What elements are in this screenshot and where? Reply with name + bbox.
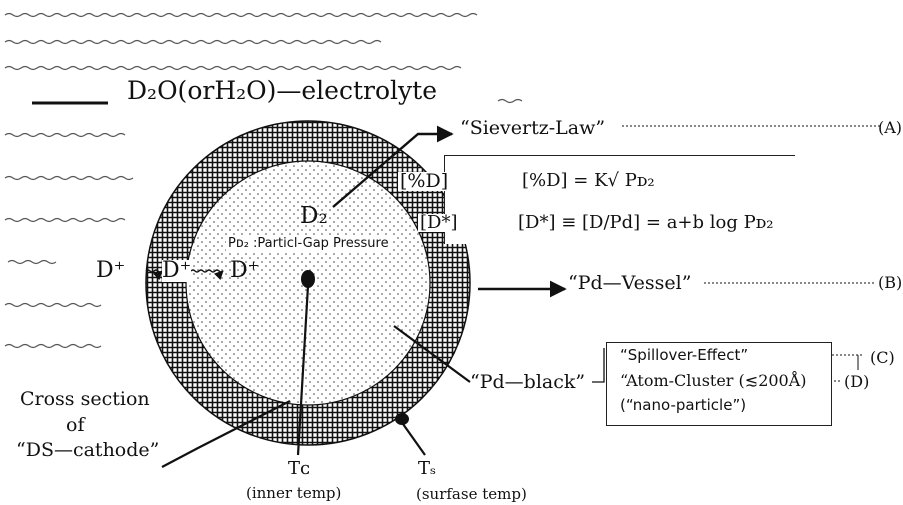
label-b: (B) bbox=[878, 273, 903, 292]
cross-section-line-1: Cross section bbox=[20, 388, 150, 410]
sieverts-arrow bbox=[332, 125, 454, 208]
pd-black-label: “Pd—black” bbox=[470, 371, 586, 393]
d-plus-outer: D⁺ bbox=[96, 258, 126, 283]
pd-vessel-label: “Pd—Vessel” bbox=[568, 272, 692, 294]
label-a: (A) bbox=[878, 118, 903, 137]
ts-description: (surfase temp) bbox=[416, 485, 527, 503]
eq2-right: [D*] ≡ [D/Pd] = a+b log Pᴅ₂ bbox=[518, 212, 774, 233]
gap-pressure-label: Pᴅ₂ :Particl-Gap Pressure bbox=[226, 236, 391, 251]
d-plus-inner: D⁺ bbox=[230, 258, 260, 283]
sieverts-law-label: “Sievertz-Law” bbox=[460, 117, 606, 139]
d2-label: D₂ bbox=[300, 203, 328, 229]
spillover-label: “Spillover-Effect” bbox=[620, 346, 749, 364]
label-d: (D) bbox=[844, 372, 870, 391]
cross-section-line-3: “DS—cathode” bbox=[16, 439, 160, 461]
spillover-box bbox=[606, 342, 832, 426]
nano-particle-label: (“nano-particle”) bbox=[620, 396, 747, 414]
tc-marker bbox=[301, 270, 315, 288]
eq1-left: [%D] bbox=[398, 170, 451, 192]
d-plus-shell: D⁺ bbox=[162, 258, 192, 283]
atom-cluster-label: “Atom-Cluster (≲200Å) bbox=[620, 371, 807, 390]
ts-label: Tₛ bbox=[418, 458, 437, 479]
label-c: (C) bbox=[870, 348, 895, 367]
cross-section-line-2: of bbox=[66, 414, 85, 436]
electrolyte-waves bbox=[4, 12, 523, 349]
cross-section-pointer bbox=[161, 400, 291, 468]
tc-description: (inner temp) bbox=[246, 484, 342, 502]
tc-label: Tᴄ bbox=[288, 458, 311, 479]
eq1-right: [%D] = K√ Pᴅ₂ bbox=[522, 170, 655, 191]
ts-leader bbox=[402, 423, 426, 456]
ts-marker bbox=[395, 413, 409, 425]
electrolyte-title: D₂O(orH₂O)—electrolyte bbox=[127, 76, 437, 105]
equation-box bbox=[444, 155, 795, 244]
pd-black-pointer bbox=[393, 325, 471, 383]
tc-leader bbox=[296, 285, 310, 456]
eq2-left: [D*] bbox=[418, 212, 460, 233]
